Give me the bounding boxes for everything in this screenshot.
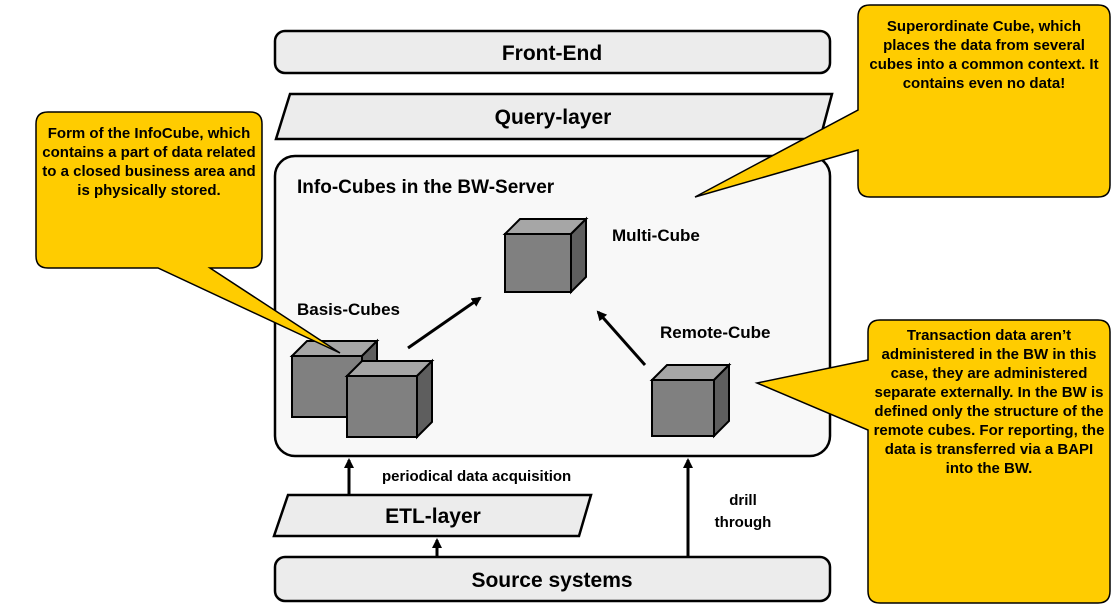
basis-cubes-label: Basis-Cubes — [297, 300, 400, 319]
query-layer-label: Query-layer — [495, 106, 612, 129]
basis-to-multi-arrow-icon — [407, 296, 482, 350]
multicube-callout — [694, 4, 1111, 198]
etl-layer-label: ETL-layer — [385, 505, 481, 528]
bw-server-title: Info-Cubes in the BW-Server — [297, 177, 555, 198]
multi-cube-label: Multi-Cube — [612, 226, 700, 245]
multicube-callout-text: Superordinate Cube, which places the dat… — [869, 18, 1099, 92]
etl-layer-box — [272, 493, 593, 538]
front-end-box — [273, 29, 832, 75]
remote-callout-text: Transaction data aren’t administered in … — [873, 327, 1105, 477]
through-label: through — [715, 514, 772, 531]
remote-cube-label: Remote-Cube — [660, 323, 771, 342]
remote-cube-icon — [649, 362, 732, 439]
basis-cube-front-icon — [344, 358, 435, 440]
multi-cube-icon — [502, 216, 589, 295]
periodical-label: periodical data acquisition — [382, 468, 571, 485]
infocube-callout — [35, 111, 341, 354]
source-systems-label: Source systems — [471, 569, 632, 592]
drill-label: drill — [729, 492, 757, 509]
front-end-label: Front-End — [502, 42, 602, 65]
infocube-callout-text: Form of the InfoCube, which contains a p… — [42, 125, 256, 199]
source-systems-box — [273, 555, 832, 603]
remote-to-multi-arrow-icon — [596, 310, 647, 366]
remote-callout — [754, 319, 1111, 604]
